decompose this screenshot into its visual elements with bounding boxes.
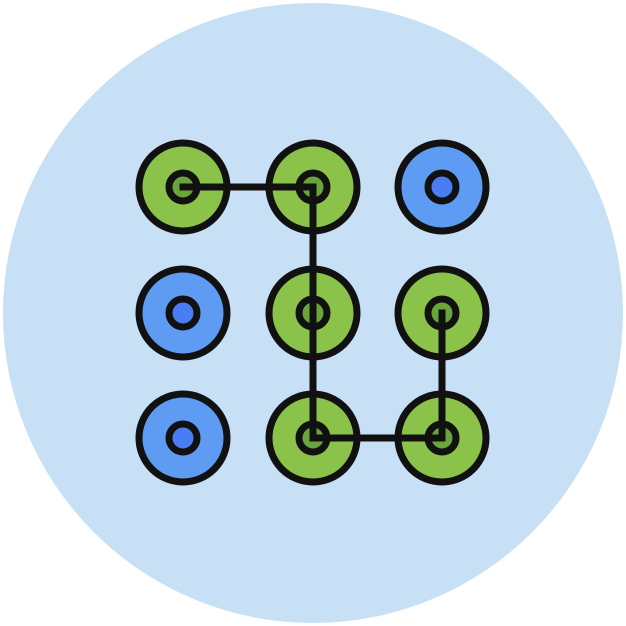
pattern-dot-r0-c2-inactive [394, 139, 490, 235]
pattern-path [179, 183, 446, 442]
pattern-dot-r1-c0-inactive [135, 265, 231, 361]
dot-inner-core [424, 169, 460, 205]
dot-inner-core [165, 295, 201, 331]
dot-inner-core [165, 420, 201, 456]
pattern-path-line [179, 183, 446, 442]
pattern-dot-r2-c0-inactive [135, 390, 231, 486]
